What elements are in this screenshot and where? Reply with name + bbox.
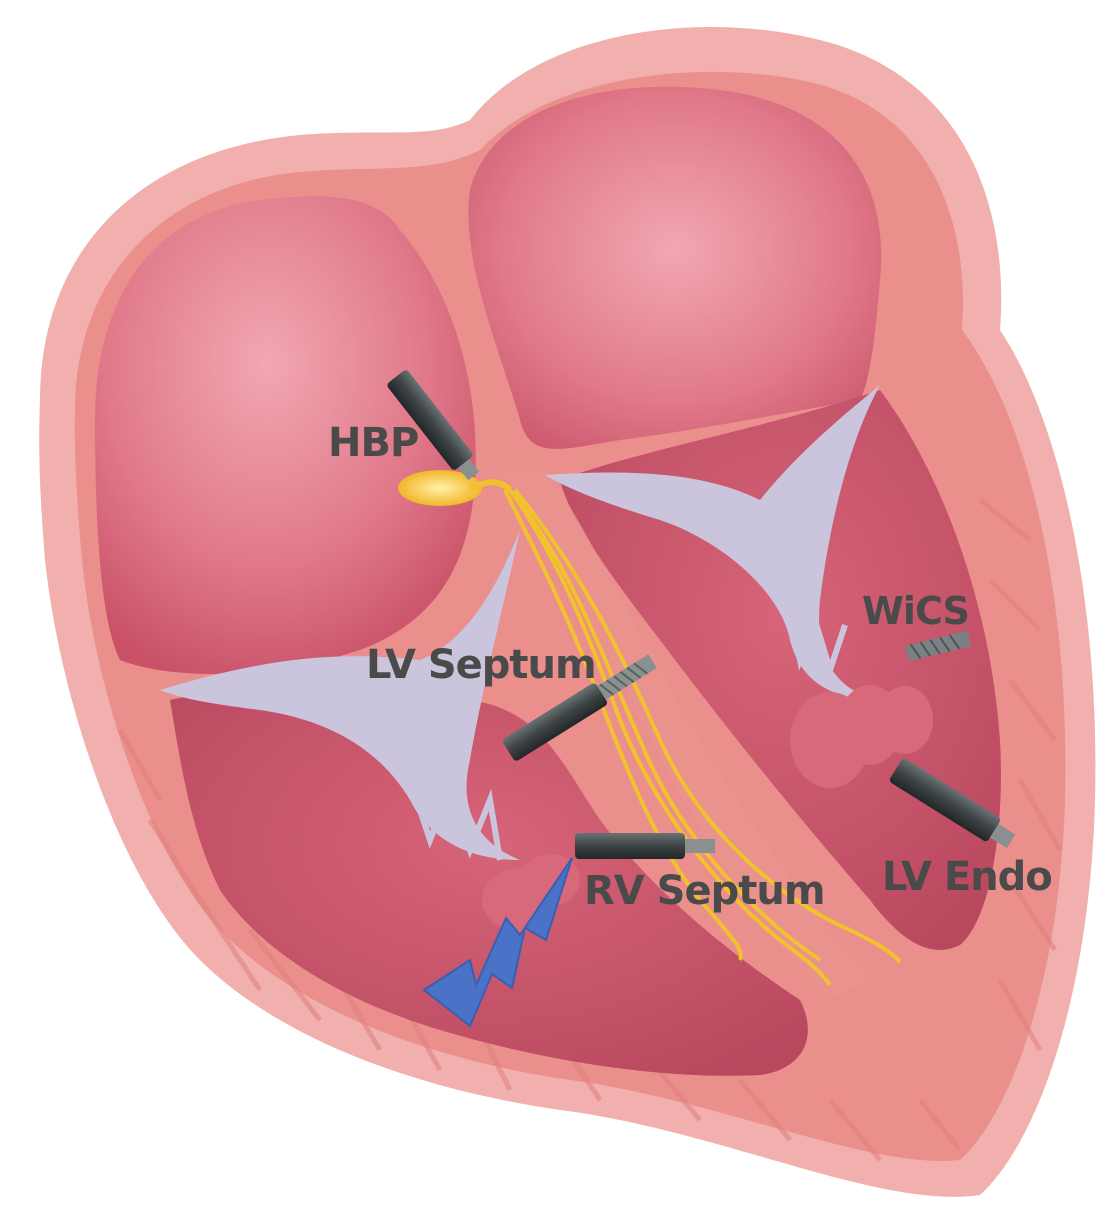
label-hbp: HBP xyxy=(328,420,418,466)
label-lv-endo: LV Endo xyxy=(882,854,1052,900)
right-atrium xyxy=(95,196,476,674)
label-wics: WiCS xyxy=(862,589,969,633)
label-lv-septum: LV Septum xyxy=(366,642,596,688)
label-rv-septum: RV Septum xyxy=(584,868,825,914)
left-atrium xyxy=(468,87,881,449)
